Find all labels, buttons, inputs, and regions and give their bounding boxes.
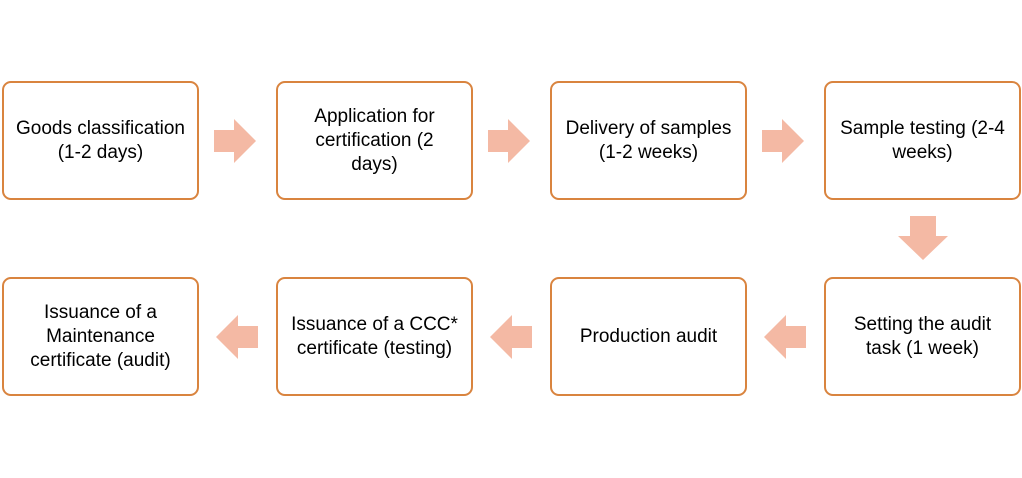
arrow-right-icon: [214, 119, 256, 163]
step-setting-the-audit-task: Setting the audit task (1 week): [824, 277, 1021, 396]
step-application-for-certification: Application for certification (2 days): [276, 81, 473, 200]
arrow-right-icon: [488, 119, 530, 163]
step-label: Production audit: [579, 325, 718, 347]
step-production-audit: Production audit: [550, 277, 747, 396]
step-goods-classification: Goods classification (1-2 days): [2, 81, 199, 200]
arrow-left-icon: [490, 315, 532, 359]
step-label: Goods classification (1-2 days): [16, 117, 185, 163]
step-issuance-of-maintenance-certificate: Issuance of a Maintenance certificate (a…: [2, 277, 199, 396]
arrow-left-icon: [216, 315, 258, 359]
step-label: Sample testing (2-4 weeks): [840, 117, 1005, 163]
step-label: Issuance of a CCC* certificate (testing): [291, 313, 458, 359]
step-sample-testing: Sample testing (2-4 weeks): [824, 81, 1021, 200]
arrow-down-icon: [898, 216, 948, 260]
step-label: Setting the audit task (1 week): [853, 313, 992, 359]
step-issuance-of-ccc-certificate: Issuance of a CCC* certificate (testing): [276, 277, 473, 396]
step-delivery-of-samples: Delivery of samples (1-2 weeks): [550, 81, 747, 200]
arrow-right-icon: [762, 119, 804, 163]
step-label: Application for certification (2 days): [314, 105, 435, 175]
step-label: Issuance of a Maintenance certificate (a…: [30, 301, 171, 371]
step-label: Delivery of samples (1-2 weeks): [565, 117, 732, 163]
arrow-left-icon: [764, 315, 806, 359]
